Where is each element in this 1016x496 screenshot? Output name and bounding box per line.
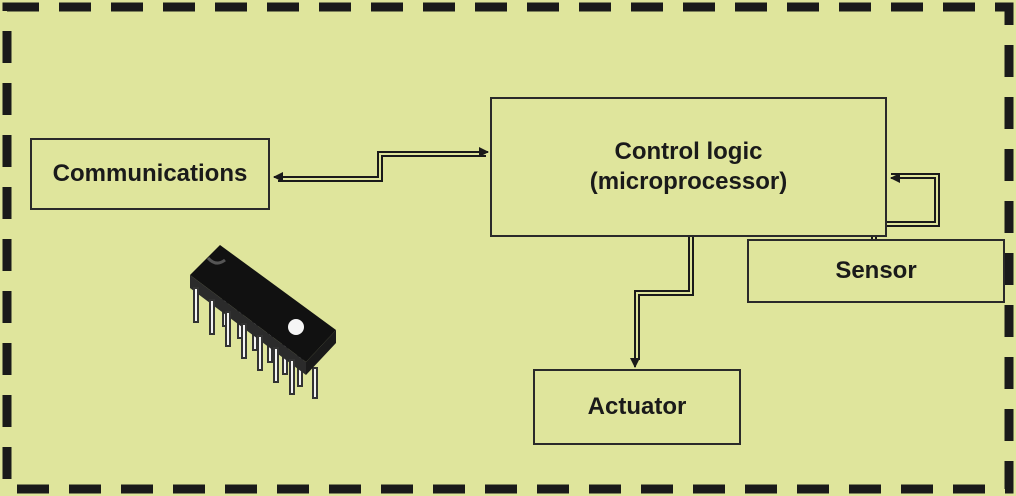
actuator-label: Actuator (587, 393, 687, 420)
control-logic-title: Control logic (614, 138, 763, 165)
control-logic-subtitle: (microprocessor) (589, 168, 788, 195)
communications-box: Communications (30, 138, 270, 210)
sensor-box: Sensor (747, 239, 1005, 303)
control-actuator-connector (630, 237, 694, 368)
actuator-box: Actuator (533, 369, 741, 445)
communications-label: Communications (52, 160, 248, 187)
sensor-label: Sensor (835, 257, 917, 284)
microchip-icon (190, 245, 336, 399)
comm-control-connector (273, 147, 489, 182)
control-logic-box: Control logic (microprocessor) (490, 97, 887, 237)
